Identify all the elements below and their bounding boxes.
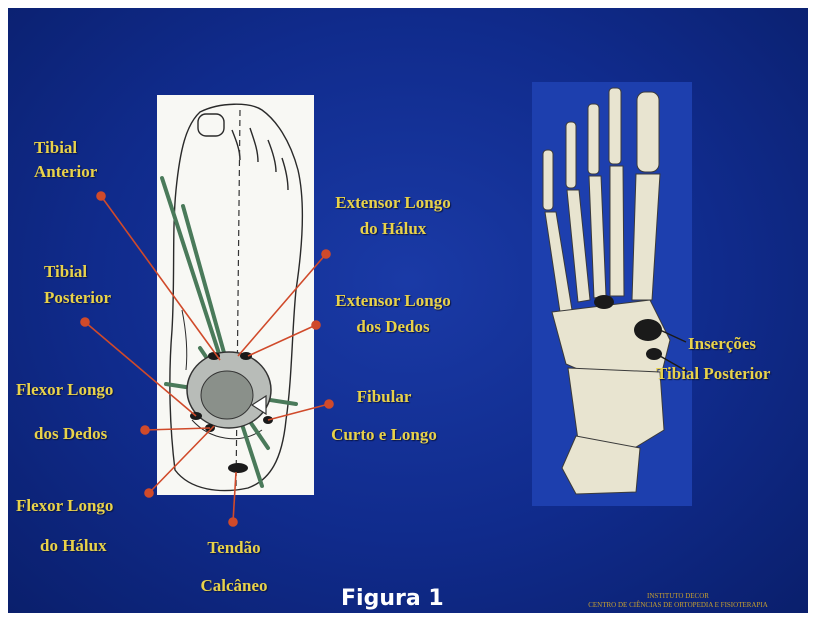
label-tendao-calcaneo: Tendão Calcâneo [188, 538, 280, 596]
label-extensor-longo-halux: Extensor Longo do Hálux [318, 193, 468, 239]
label-fibular: Fibular Curto e Longo [326, 387, 442, 445]
label-tibial-anterior: Tibial Anterior [34, 138, 97, 182]
label-tibial-posterior: Tibial Posterior [44, 262, 111, 308]
credit-watermark: INSTITUTO DECOR CENTRO DE CIÊNCIAS DE OR… [568, 592, 788, 610]
label-flexor-longo-halux: Flexor Longo do Hálux [16, 496, 113, 556]
label-flexor-longo-dedos: Flexor Longo dos Dedos [16, 380, 113, 444]
figure-caption: Figura 1 [341, 586, 444, 612]
label-insercoes-tibial-posterior: Inserções Tibial Posterior [656, 334, 770, 384]
label-extensor-longo-dedos: Extensor Longo dos Dedos [318, 291, 468, 337]
